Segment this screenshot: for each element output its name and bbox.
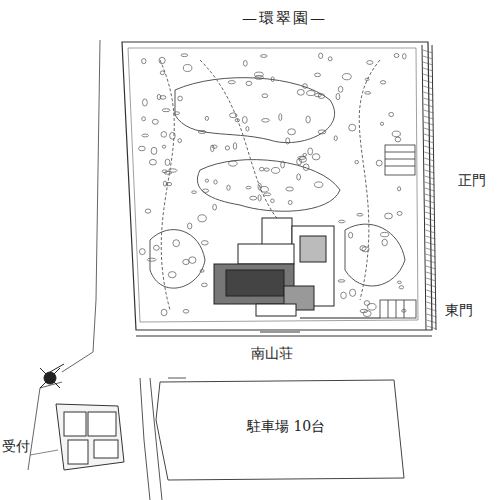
place-label: 正門 (458, 173, 486, 188)
place-label: 南山荘 (251, 346, 293, 361)
parking-area: 駐車場 10台 (152, 376, 408, 482)
place-label: 東門 (445, 303, 473, 318)
area-label: 駐車場 10台 (247, 418, 325, 436)
map-title: —環翠園— (242, 10, 327, 27)
place-label: 受付 (2, 439, 30, 454)
